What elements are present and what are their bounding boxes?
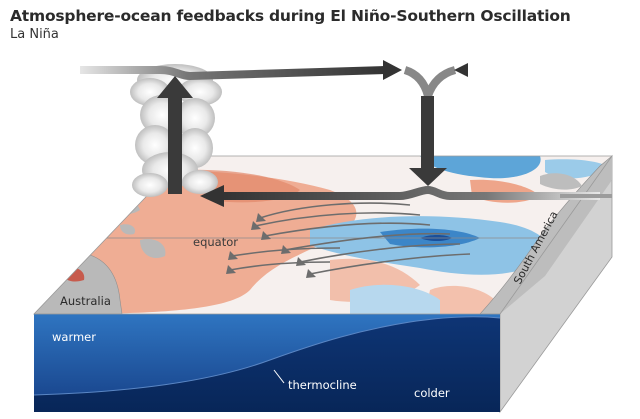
trade-wind-arrowheads: [226, 213, 316, 278]
upper-level-flow-arrow: [80, 66, 386, 81]
deep-cold-water-layer: [34, 316, 500, 412]
sinking-air-arrowhead: [409, 168, 447, 186]
equator-label: equator: [193, 235, 238, 249]
trade-wind-arrow: [299, 243, 461, 263]
surface-flow-arrowhead: [200, 185, 224, 207]
thermocline-label: thermocline: [288, 378, 357, 392]
upper-level-flow-arrowhead: [383, 60, 402, 80]
trade-wind-arrow: [309, 253, 471, 275]
rising-air-arrowhead: [157, 76, 193, 98]
trade-wind-arrow: [264, 222, 431, 237]
trade-wind-arrow: [259, 202, 411, 219]
page-subtitle: La Niña: [10, 27, 59, 42]
sinking-air-junction: [403, 66, 457, 170]
rising-air-arrow: [168, 96, 182, 194]
eastern-upper-flow-arrowhead: [454, 63, 468, 77]
thermocline-pointer: [273, 369, 285, 384]
trade-wind-arrows: [229, 202, 471, 275]
australia-label: Australia: [60, 294, 111, 308]
colder-label: colder: [414, 386, 450, 400]
warmer-label: warmer: [52, 330, 96, 344]
sinking-air-arrow: [421, 96, 434, 170]
trade-wind-arrow: [284, 232, 451, 251]
trade-wind-arrow: [254, 212, 421, 227]
surface-flow-arrow: [222, 185, 600, 200]
thermocline-line: [33, 316, 501, 396]
page-title: Atmosphere-ocean feedbacks during El Niñ…: [10, 7, 571, 25]
trade-wind-arrow: [229, 261, 331, 271]
